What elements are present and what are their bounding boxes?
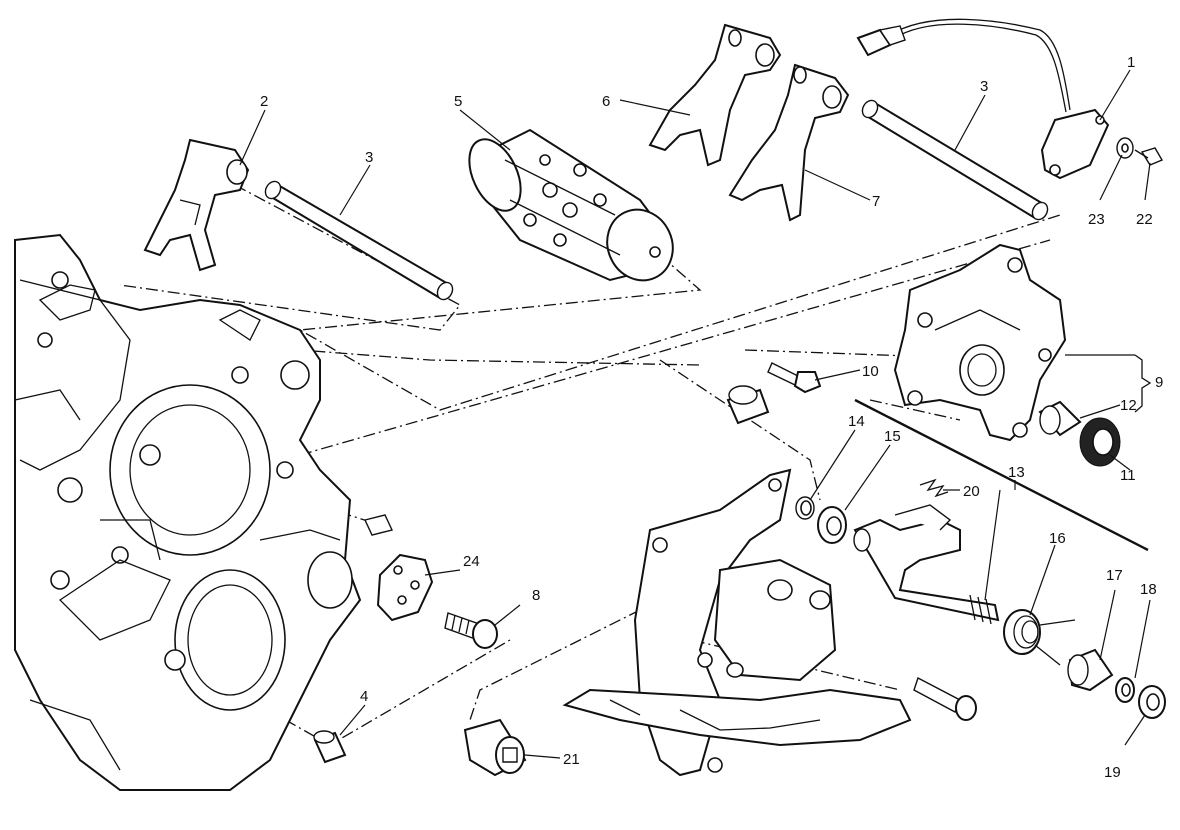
- callout-3-right: 3: [980, 78, 988, 95]
- circlip-14: [795, 496, 815, 520]
- callout-20: 20: [963, 483, 980, 500]
- callout-16: 16: [1049, 530, 1066, 547]
- bolt-22: [1134, 147, 1164, 166]
- washer-15: [817, 506, 847, 544]
- group-9-brace: [1134, 354, 1152, 413]
- callout-17: 17: [1106, 567, 1123, 584]
- callout-13: 13: [1008, 464, 1025, 481]
- bolt-10: [767, 362, 822, 394]
- ring-18: [1115, 677, 1135, 703]
- star-index-24: [376, 553, 434, 622]
- callout-14: 14: [848, 413, 865, 430]
- shift-cover: [893, 243, 1067, 442]
- callout-4: 4: [360, 688, 368, 705]
- callout-10: 10: [862, 363, 879, 380]
- shift-shaft-13: [853, 504, 1000, 625]
- callout-2: 2: [260, 93, 268, 110]
- gear-sensor: [856, 18, 1110, 180]
- gasket-cover: [562, 468, 912, 777]
- callout-21: 21: [563, 751, 580, 768]
- shift-fork-7: [728, 63, 850, 222]
- spring-cup-17: [1067, 648, 1114, 692]
- callout-23: 23: [1088, 211, 1105, 228]
- callout-11: 11: [1120, 467, 1136, 484]
- callout-12: 12: [1120, 397, 1137, 414]
- crankcase-half: [14, 233, 393, 791]
- washer-19: [1138, 685, 1166, 719]
- callout-15: 15: [884, 428, 901, 445]
- callout-7: 7: [872, 193, 880, 210]
- sleeve-21: [463, 718, 527, 777]
- callout-labels: 2 3 5 6 7 3 1 23 22 10 9 12 11 14 15 13 …: [260, 54, 1163, 781]
- callout-5: 5: [454, 93, 462, 110]
- fork-shaft-left: [264, 180, 454, 301]
- bushing-center: [726, 385, 770, 425]
- group-13-line: [854, 398, 1149, 552]
- callout-6: 6: [602, 93, 610, 110]
- callout-3-left: 3: [365, 149, 373, 166]
- washer-23: [1116, 137, 1134, 159]
- shift-drum: [468, 128, 674, 282]
- callout-8: 8: [532, 587, 540, 604]
- fork-shaft-right: [861, 99, 1049, 221]
- oil-seal-11: [1079, 417, 1121, 467]
- callout-18: 18: [1140, 581, 1157, 598]
- bolt-8: [444, 612, 498, 649]
- shift-fork-left: [143, 138, 250, 272]
- dowel-4: [313, 730, 347, 764]
- torsion-spring-16: [1003, 609, 1076, 666]
- leader-lines: [239, 69, 1151, 759]
- spring-20: [919, 478, 949, 498]
- callout-24: 24: [463, 553, 480, 570]
- callout-22: 22: [1136, 211, 1153, 228]
- shift-fork-6: [648, 23, 782, 167]
- bolt-gasket: [913, 676, 977, 721]
- callout-19: 19: [1104, 764, 1121, 781]
- bushing-12: [1038, 400, 1082, 437]
- callout-1: 1: [1127, 54, 1135, 71]
- callout-9: 9: [1155, 374, 1163, 391]
